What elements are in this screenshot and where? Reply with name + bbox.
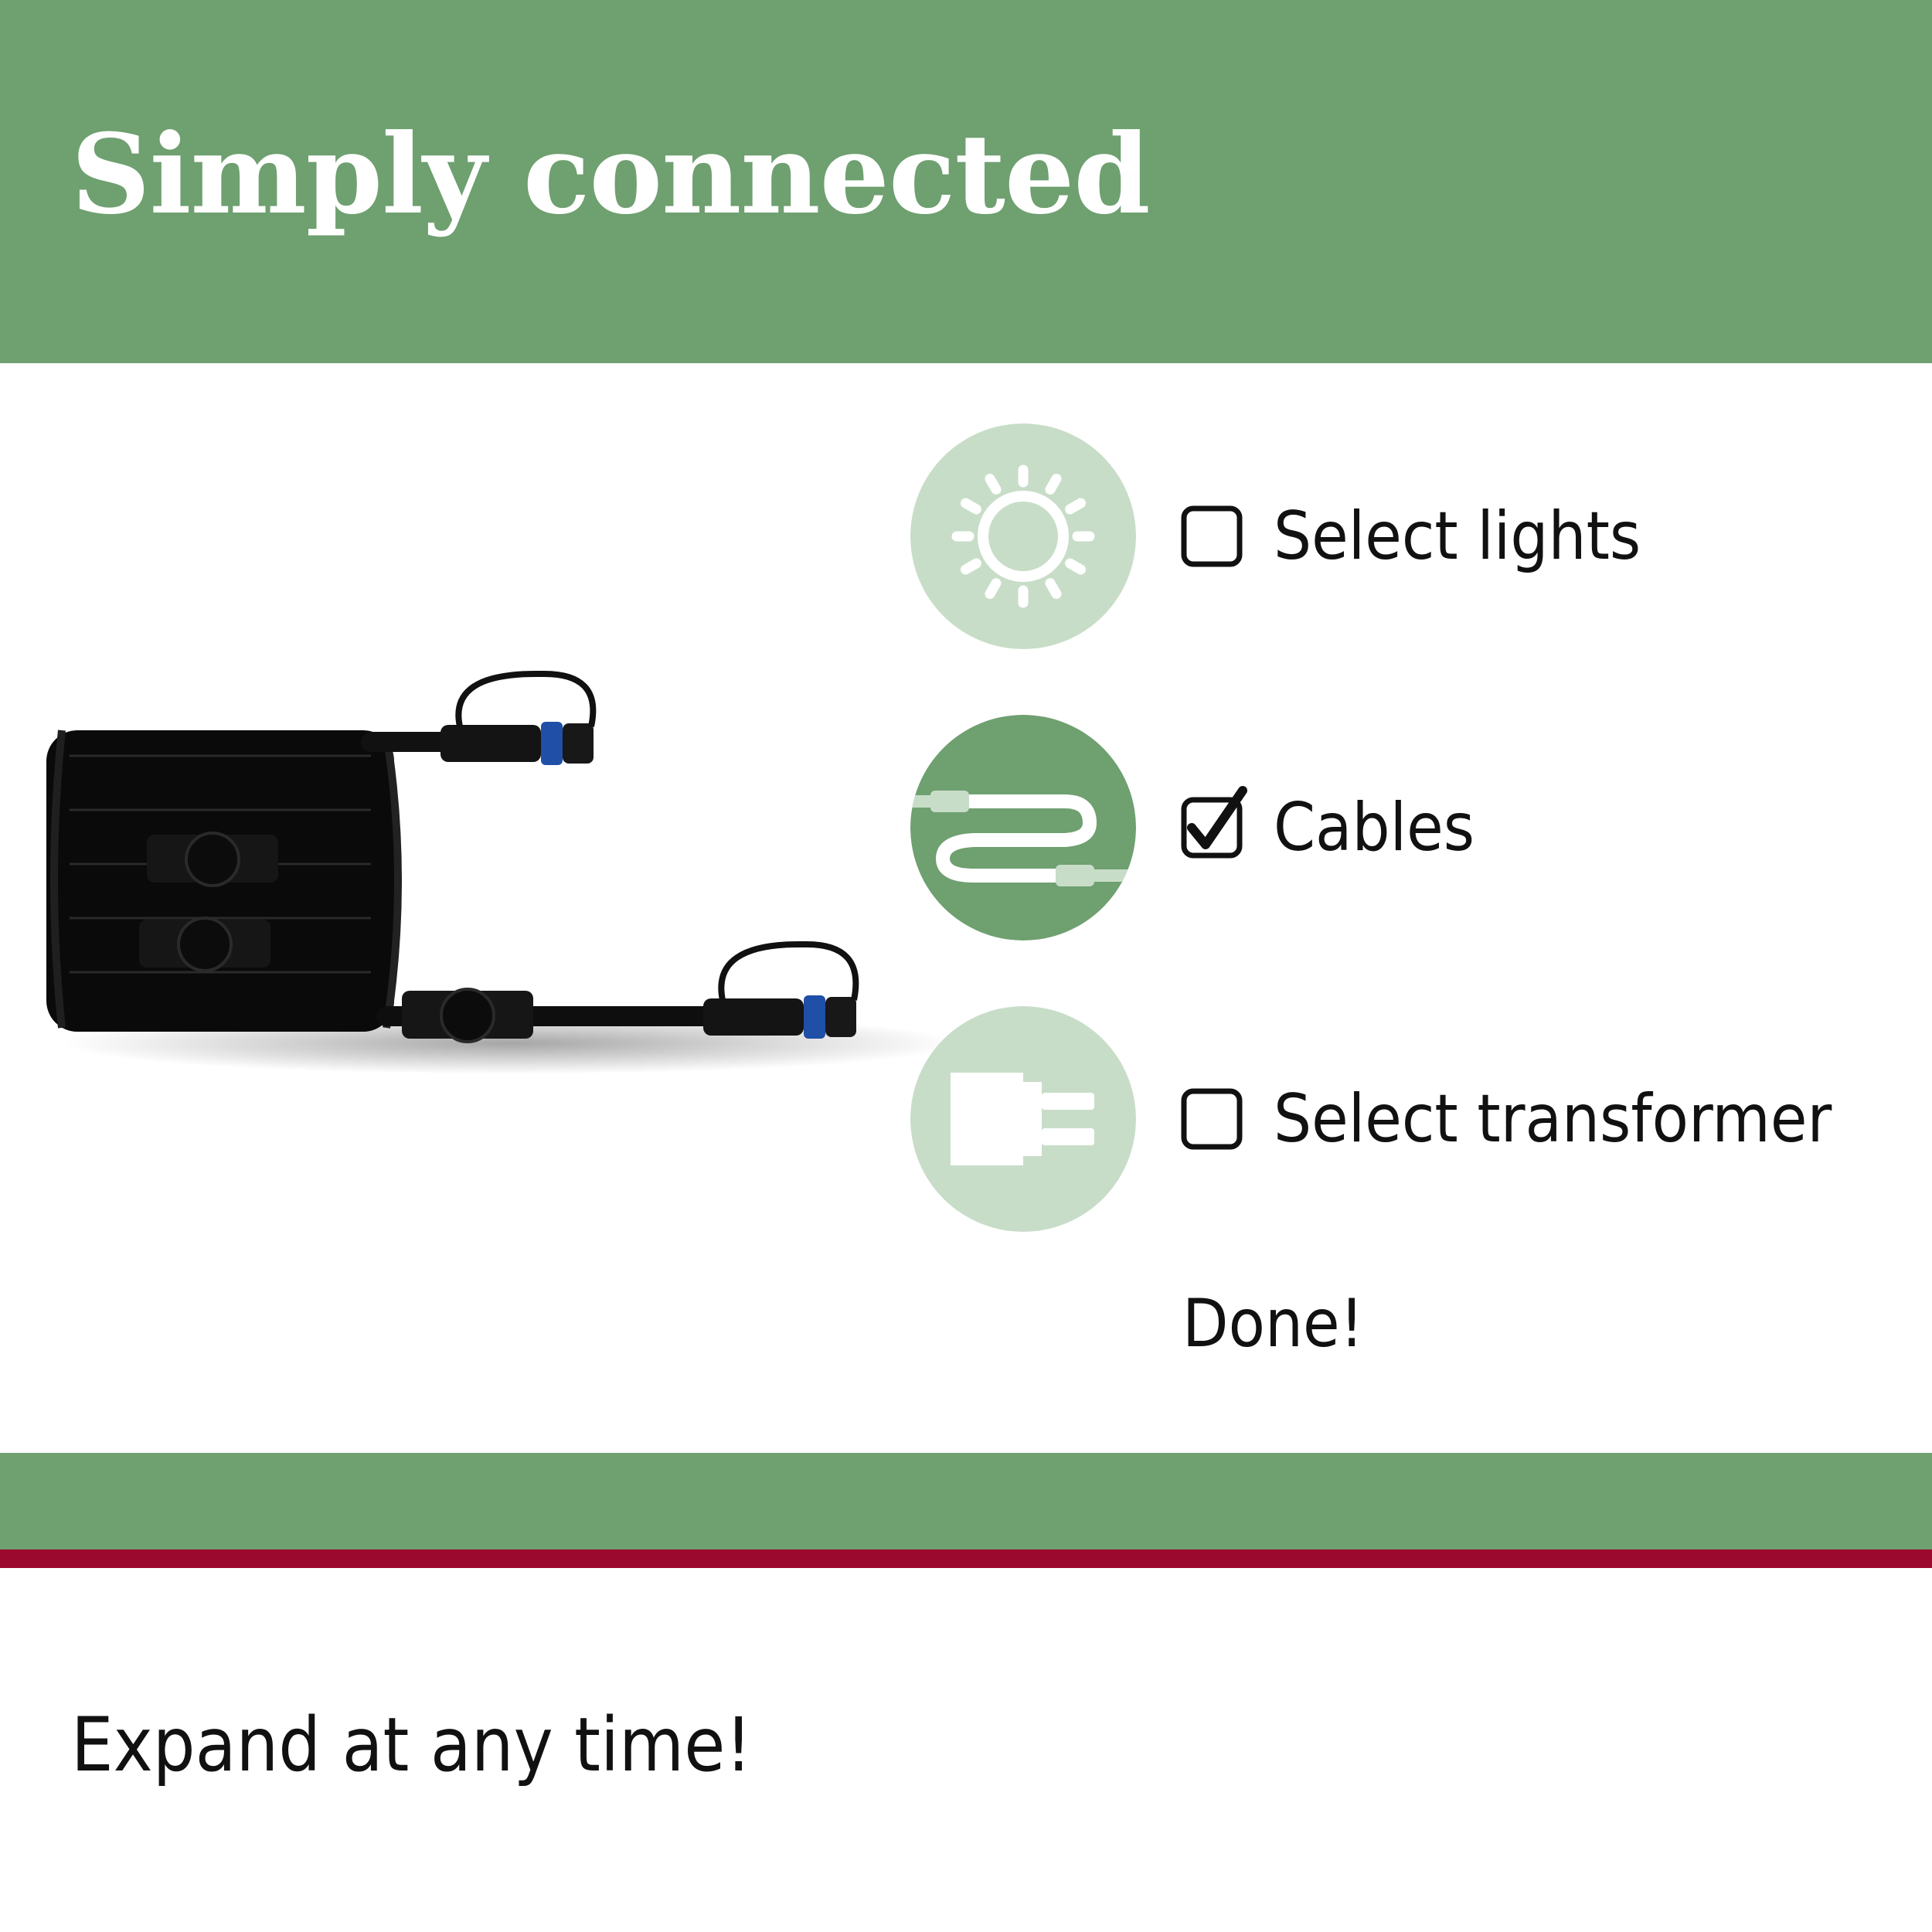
step-select-lights[interactable]: Select lights	[910, 423, 1907, 649]
select-transformer-checkbox[interactable]	[1181, 1088, 1243, 1150]
step-label: Cables	[1274, 789, 1475, 866]
t-connector	[402, 988, 533, 1043]
cable-icon	[910, 715, 1136, 940]
header-band: Simply connected	[0, 0, 1932, 363]
tagline: Expand at any time!	[71, 1702, 753, 1788]
footer-stripe	[0, 1549, 1932, 1568]
cables-checkbox[interactable]	[1181, 786, 1247, 859]
end-connector	[703, 940, 859, 1039]
plug-icon	[910, 1006, 1136, 1232]
step-select-transformer[interactable]: Select transformer	[910, 1006, 1907, 1232]
step-label: Select lights	[1274, 498, 1641, 575]
t-connector	[147, 832, 278, 887]
t-connector	[139, 917, 270, 972]
footer-band	[0, 1453, 1932, 1549]
select-lights-checkbox[interactable]	[1181, 505, 1243, 567]
page-title: Simply connected	[71, 111, 1151, 239]
step-label: Select transformer	[1274, 1080, 1832, 1158]
product-image	[46, 657, 958, 1090]
top-connector	[440, 670, 597, 765]
step-cables[interactable]: Cables	[910, 715, 1907, 940]
cable-coil	[46, 729, 402, 1032]
done-label: Done!	[1182, 1285, 1364, 1362]
sun-icon	[910, 423, 1136, 649]
